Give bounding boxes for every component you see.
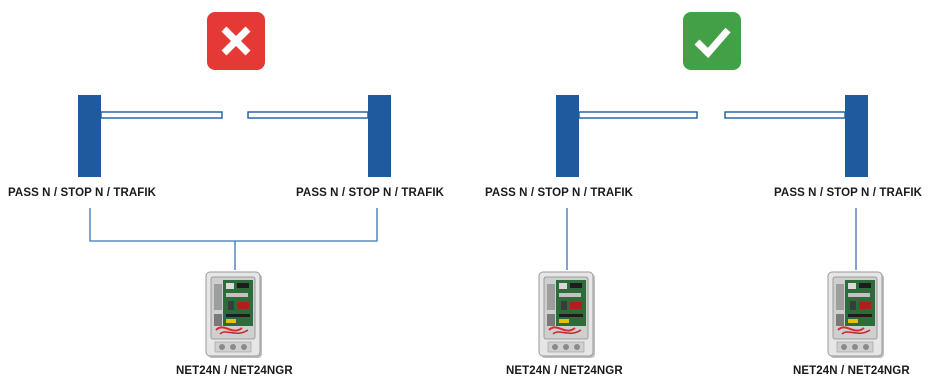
wire [89, 208, 378, 242]
control-box-image [538, 271, 596, 359]
barrier-arm [724, 111, 846, 119]
barrier-label: PASS N / STOP N / TRAFIK [296, 187, 445, 199]
barrier-post [556, 95, 579, 177]
controller-label: NET24N / NET24NGR [793, 365, 910, 377]
barrier-post [78, 95, 101, 177]
wrong-wiring-icon [207, 12, 265, 70]
barrier-label: PASS N / STOP N / TRAFIK [774, 187, 923, 199]
check-icon [694, 27, 731, 59]
cross-icon [221, 26, 251, 56]
barrier-post [845, 95, 868, 177]
control-box-image [205, 271, 263, 359]
controller-label: NET24N / NET24NGR [176, 365, 293, 377]
barrier-arm [100, 111, 223, 119]
barrier-label: PASS N / STOP N / TRAFIK [485, 187, 634, 199]
controller-label: NET24N / NET24NGR [506, 365, 623, 377]
correct-wiring-icon [683, 12, 741, 70]
barrier-arm [247, 111, 369, 119]
barrier-arm [578, 111, 698, 119]
barrier-post [368, 95, 391, 177]
barrier-label: PASS N / STOP N / TRAFIK [8, 187, 157, 199]
control-box-image [827, 271, 885, 359]
